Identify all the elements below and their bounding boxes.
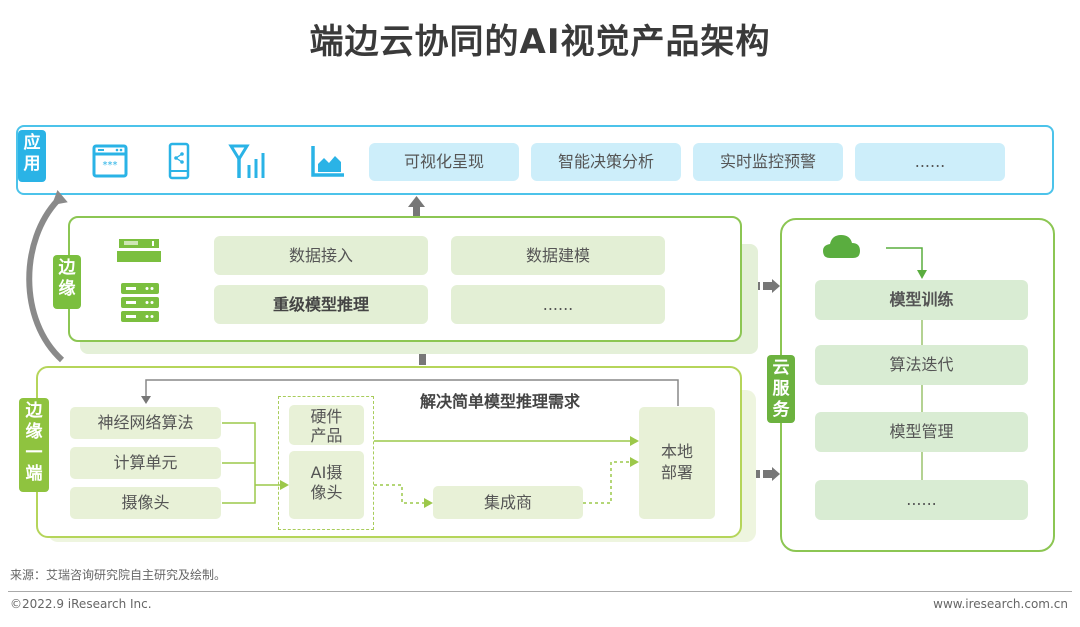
browser-password-icon: *** — [92, 144, 128, 178]
edge-layer-tag: 边缘 — [53, 255, 81, 309]
curved-arrow-device-to-app — [26, 197, 65, 363]
cloud-item: 模型管理 — [815, 412, 1028, 452]
edge-item: 数据接入 — [214, 236, 428, 275]
cloud-item: 模型训练 — [815, 280, 1028, 320]
device-layer-tag-text: 边缘一端 — [25, 401, 43, 484]
feedback-loop-line — [145, 379, 679, 406]
copyright: ©2022.9 iResearch Inc. — [10, 597, 152, 611]
integrator: 集成商 — [433, 486, 583, 519]
curved-arrow-head — [51, 190, 68, 206]
footer-divider — [8, 591, 1072, 592]
page-title: 端边云协同的AI视觉产品架构 — [309, 22, 771, 62]
ai-camera: AI摄 像头 — [289, 451, 364, 519]
edge-layer-tag-text: 边缘 — [58, 258, 76, 299]
cloud-item: 算法迭代 — [815, 345, 1028, 385]
cloud-arrowhead — [917, 270, 927, 279]
cloud-item: ...... — [815, 480, 1028, 520]
device-input-item: 摄像头 — [70, 487, 221, 519]
device-input-item: 神经网络算法 — [70, 407, 221, 439]
app-layer-frame — [16, 125, 1054, 195]
deploy-arrowhead — [630, 457, 639, 467]
local-deploy: 本地 部署 — [639, 407, 715, 519]
app-layer-tag-text: 应用 — [23, 133, 41, 174]
area-chart-icon — [311, 146, 344, 177]
server-rack-icon — [121, 283, 159, 322]
cloud-layer-tag: 云服务 — [767, 355, 795, 423]
app-layer-tag: 应用 — [18, 130, 46, 182]
integrator-to-deploy-line — [583, 461, 630, 504]
app-item: 可视化呈现 — [369, 143, 519, 181]
mobile-share-icon — [168, 142, 190, 180]
edge-gateway-icon — [117, 239, 161, 262]
edge-item: 数据建模 — [451, 236, 665, 275]
loop-label: 解决简单模型推理需求 — [420, 392, 581, 411]
cloud-to-training-line — [886, 247, 923, 272]
signal-tower-icon — [228, 144, 265, 178]
website: www.iresearch.com.cn — [933, 597, 1068, 611]
device-layer-tag: 边缘一端 — [19, 398, 49, 492]
edge-item: 重级模型推理 — [214, 285, 428, 324]
hardware-product: 硬件 产品 — [289, 405, 364, 445]
cloud-layer-tag-text: 云服务 — [772, 358, 790, 420]
feedback-loop-arrowhead — [141, 396, 151, 404]
integrator-arrowhead — [424, 498, 433, 508]
app-item: 实时监控预警 — [693, 143, 843, 181]
svg-text:***: *** — [103, 160, 118, 171]
input-merge-lines — [222, 422, 280, 504]
cloud-icon — [823, 235, 860, 258]
app-item: ...... — [855, 143, 1005, 181]
device-input-item: 计算单元 — [70, 447, 221, 479]
hardware-arrowhead — [630, 436, 639, 446]
camera-to-integrator-line — [374, 484, 424, 504]
up-arrow-edge-to-app — [408, 196, 425, 219]
edge-item: ...... — [451, 285, 665, 324]
app-item: 智能决策分析 — [531, 143, 681, 181]
source-note: 来源：艾瑞咨询研究院自主研究及绘制。 — [10, 568, 227, 582]
product-group — [278, 396, 374, 530]
merge-arrowhead — [280, 480, 289, 490]
